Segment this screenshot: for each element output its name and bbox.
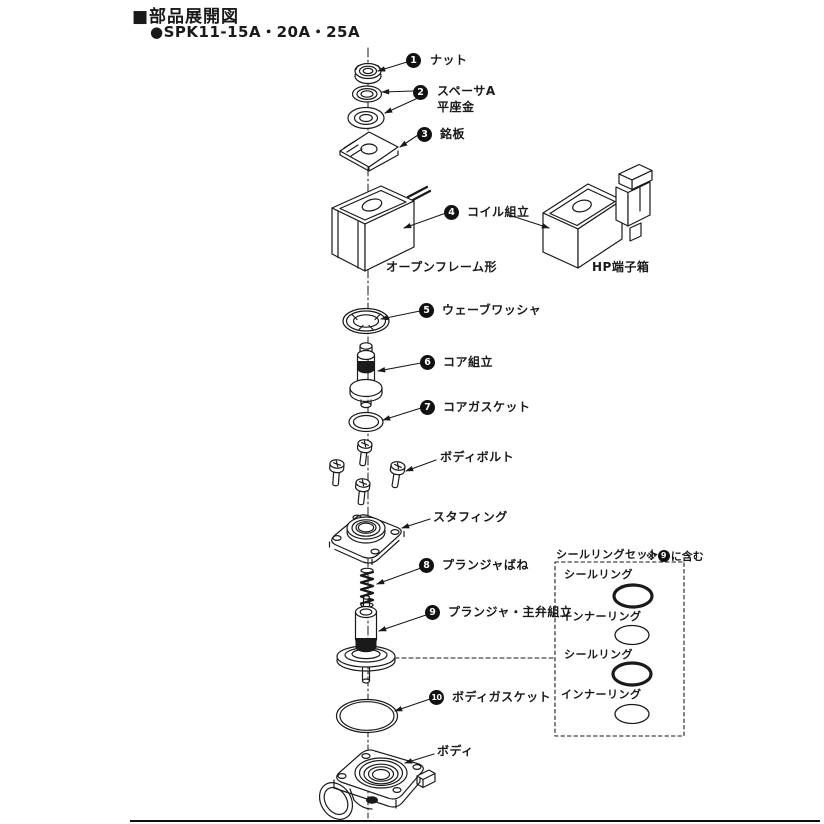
open-frame-coil-part	[331, 185, 432, 272]
label-hp-terminal-box: HP端子箱	[592, 260, 650, 274]
body-part	[318, 749, 436, 820]
body-bolts-part	[329, 439, 406, 506]
model-subtitle: ●SPK11-15A・20A・25A	[150, 23, 361, 41]
callout-badge-2: 2	[413, 85, 428, 100]
label-wave-washer: ウェーブワッシャ	[442, 303, 542, 317]
seal-item-label-3: シールリング	[564, 648, 633, 661]
note-asterisk: ※	[646, 549, 657, 563]
callout-badge-7: 7	[420, 400, 435, 415]
callout-badge-5: 5	[419, 303, 434, 318]
label-core-gasket: コアガスケット	[443, 400, 531, 414]
seal-ring-set-group	[554, 561, 685, 737]
callout-badge-4: 4	[444, 205, 459, 220]
flat-washer-part	[347, 106, 385, 130]
note-suffix: に含む	[670, 550, 704, 563]
label-body-bolt: ボディボルト	[440, 450, 515, 464]
seal-ring-set-box	[554, 561, 685, 737]
seal-item-label-1: シールリング	[564, 568, 633, 581]
wave-washer-part	[342, 307, 390, 335]
label-body: ボディ	[437, 744, 474, 758]
callout-badge-3: 3	[417, 127, 432, 142]
core-assembly-part	[349, 342, 383, 409]
callout-badge-8: 8	[419, 558, 434, 573]
seal-ring-set-note: ※ 9 に含む	[646, 548, 704, 564]
page-title: ■部品展開図	[132, 7, 240, 27]
spacer-part	[351, 85, 383, 103]
label-coil-assembly: コイル組立	[467, 205, 530, 219]
stuffing-part	[328, 514, 405, 566]
label-open-frame-type: オープンフレーム形	[386, 260, 498, 274]
leader-lines	[376, 61, 555, 764]
label-flat-washer: 平座金	[437, 100, 475, 114]
seal-ring-2	[611, 661, 653, 687]
hp-connector-part	[615, 163, 653, 242]
seal-ring-set-title: シールリングセット	[556, 548, 660, 561]
callout-badge-10: 10	[429, 690, 444, 705]
label-stuffing: スタフィング	[433, 510, 508, 524]
seal-item-label-2: インナーリング	[561, 610, 642, 623]
label-spacer-a: スペーサA	[437, 84, 496, 98]
label-plunger-assembly: プランジャ・主弁組立	[448, 605, 573, 619]
callout-badge-6: 6	[420, 355, 435, 370]
seal-ring-1	[612, 583, 654, 609]
nut-part	[354, 62, 382, 85]
label-plunger-spring: プランジャばね	[442, 558, 529, 572]
label-nut: ナット	[430, 53, 468, 67]
core-gasket-part	[348, 411, 384, 433]
hp-terminal-coil-part	[542, 183, 623, 269]
inner-ring-1	[614, 624, 650, 646]
label-core-assembly: コア組立	[443, 355, 494, 369]
label-nameplate: 銘板	[440, 127, 466, 141]
nameplate-part	[339, 131, 399, 172]
plunger-assembly-part	[336, 595, 396, 684]
body-gasket-part	[335, 698, 399, 734]
plunger-spring-part	[359, 567, 375, 608]
seal-item-label-4: インナーリング	[561, 688, 642, 701]
callout-badge-9: 9	[425, 605, 440, 620]
page-bottom-rule	[130, 820, 820, 822]
label-body-gasket: ボディガスケット	[452, 690, 552, 704]
callout-badge-1: 1	[406, 53, 421, 68]
note-badge-9: 9	[657, 550, 670, 562]
inner-ring-2	[614, 703, 650, 725]
